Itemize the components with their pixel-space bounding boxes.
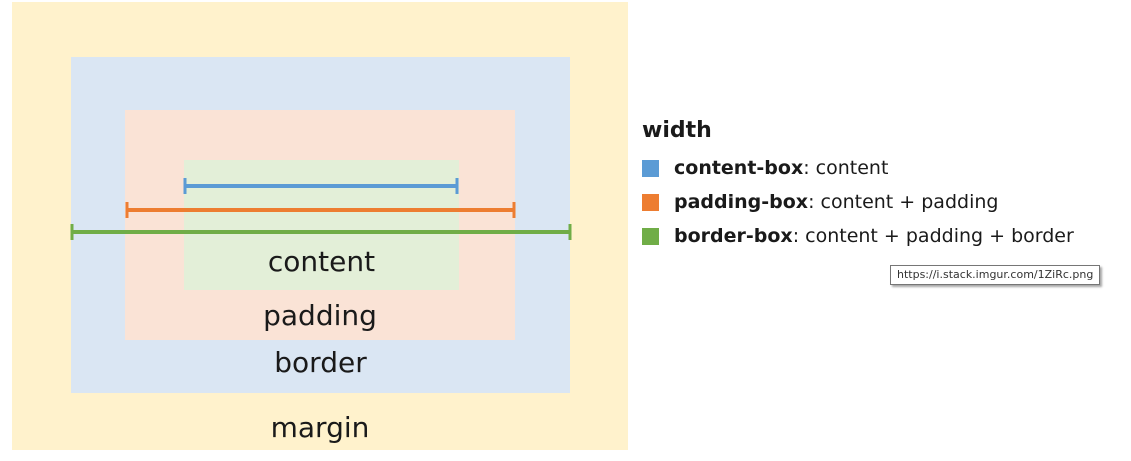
legend-term: padding-box bbox=[674, 191, 809, 213]
legend-item-content-box: content-box : content bbox=[642, 151, 1074, 185]
legend-description: : content bbox=[803, 157, 889, 179]
border-label: border bbox=[274, 346, 367, 379]
content-label: content bbox=[267, 245, 376, 278]
legend-item-padding-box: padding-box : content + padding bbox=[642, 185, 1074, 219]
legend: width content-box : content padding-box … bbox=[642, 116, 1074, 253]
legend-item-border-box: border-box : content + padding + border bbox=[642, 219, 1074, 253]
legend-term: content-box bbox=[674, 157, 804, 179]
legend-description: : content + padding bbox=[808, 191, 999, 213]
padding-box-swatch bbox=[642, 193, 659, 211]
padding-label: padding bbox=[263, 299, 377, 332]
margin-label: margin bbox=[270, 411, 370, 444]
legend-description: : content + padding + border bbox=[792, 225, 1074, 247]
content-region bbox=[184, 160, 459, 290]
content-box-swatch bbox=[642, 159, 659, 177]
legend-title: width bbox=[642, 118, 712, 143]
border-box-swatch bbox=[642, 227, 659, 245]
legend-term: border-box bbox=[674, 225, 793, 247]
image-url-tooltip: https://i.stack.imgur.com/1ZiRc.png bbox=[890, 265, 1101, 285]
